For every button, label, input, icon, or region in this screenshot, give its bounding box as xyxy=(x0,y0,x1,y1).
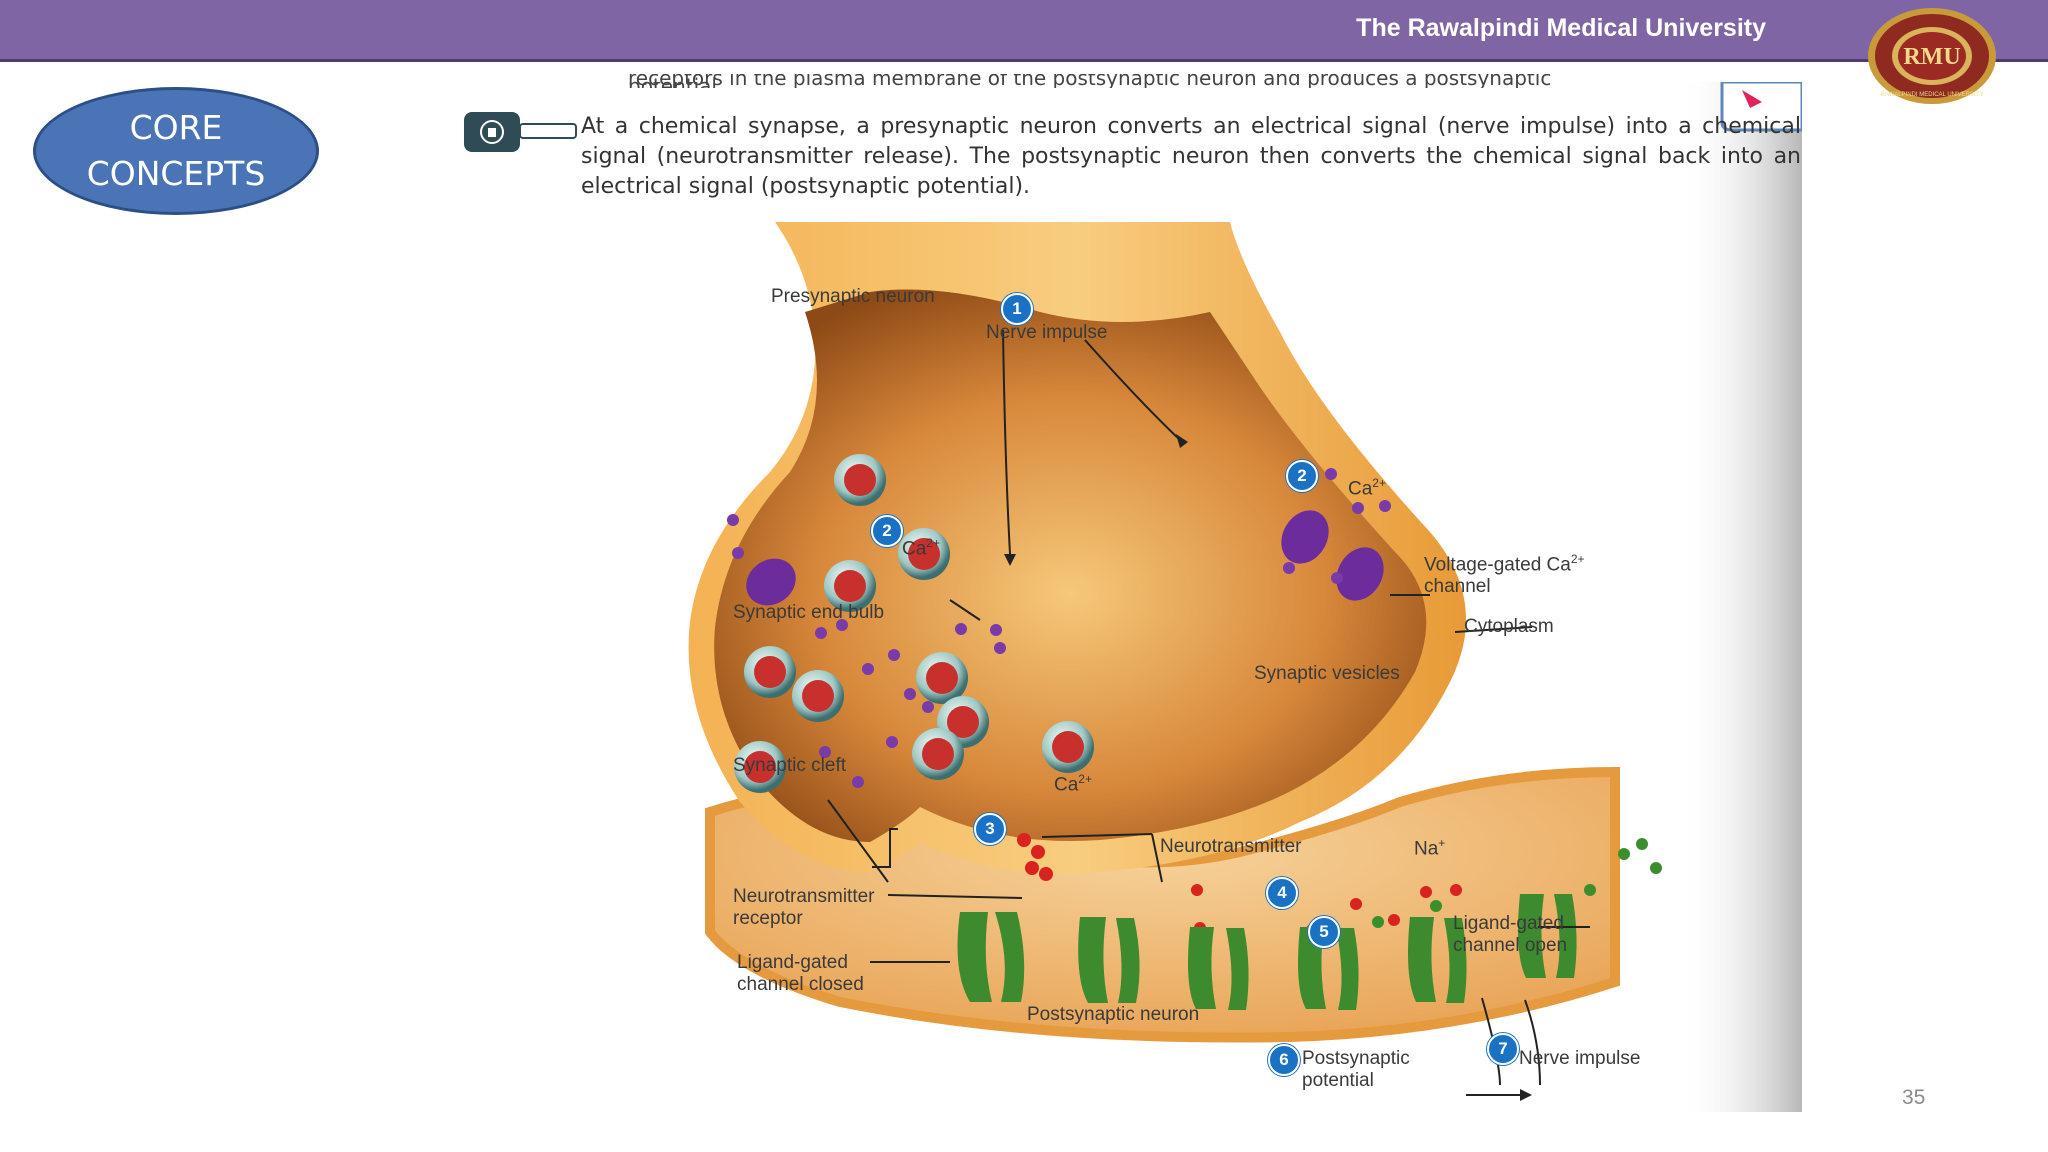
na-charge: + xyxy=(1438,836,1446,850)
lg-open-line-2: channel open xyxy=(1453,935,1568,956)
nt-receptor-line-2: receptor xyxy=(733,908,803,929)
step-marker-7: 7 xyxy=(1487,1033,1519,1065)
logo-initials: RMU xyxy=(1903,44,1960,70)
label-presynaptic-neuron: Presynaptic neuron xyxy=(771,286,935,307)
lock-key-icon xyxy=(464,112,577,152)
step-marker-3: 3 xyxy=(974,813,1006,845)
ca-cleft-charge: 2+ xyxy=(1078,772,1092,786)
figure-caption: At a chemical synapse, a presynaptic neu… xyxy=(581,114,1801,199)
step-marker-4: 4 xyxy=(1266,877,1298,909)
ligand-gated-receptors xyxy=(957,894,1577,1010)
ca-cleft-text: Ca xyxy=(1054,774,1079,796)
step-marker-6: 6 xyxy=(1268,1044,1300,1076)
ca-left-charge: 2+ xyxy=(926,536,940,550)
label-sodium: Na+ xyxy=(1414,832,1445,860)
label-synaptic-end-bulb: Synaptic end bulb xyxy=(733,602,885,623)
calcium-ions xyxy=(727,468,1391,788)
label-nerve-impulse-bottom: Nerve impulse xyxy=(1519,1048,1641,1069)
na-text: Na xyxy=(1414,838,1439,860)
postsynaptic-potential-line-1: Postsynaptic xyxy=(1302,1048,1410,1069)
step-marker-2-right: 2 xyxy=(1286,460,1318,492)
nt-receptor-line-1: Neurotransmitter xyxy=(733,886,875,907)
synapse-figure xyxy=(464,82,1802,1112)
voltage-gated-line-2: channel xyxy=(1424,576,1491,598)
voltage-gated-line-1: Voltage-gated Ca xyxy=(1424,554,1571,576)
ca-right-text: Ca xyxy=(1348,478,1373,500)
sodium-ions xyxy=(1372,838,1662,928)
badge-line-2: CONCEPTS xyxy=(86,154,266,193)
presynaptic-interior xyxy=(714,289,1427,842)
core-concepts-badge: CORE CONCEPTS xyxy=(33,87,319,215)
label-synaptic-cleft: Synaptic cleft xyxy=(733,755,846,776)
label-neurotransmitter: Neurotransmitter xyxy=(1160,836,1302,857)
synaptic-vesicles xyxy=(734,454,1094,793)
corner-artifact xyxy=(1720,82,1802,132)
header-bar: The Rawalpindi Medical University xyxy=(0,0,2048,62)
logo-ring-text: RAWALPINDI MEDICAL UNIVERSITY xyxy=(1881,92,1984,98)
voltage-gated-charge: 2+ xyxy=(1570,552,1585,566)
caption-cut-line: receptors in the plasma membrane of the … xyxy=(628,74,1552,88)
page-number: 35 xyxy=(1902,1086,1926,1109)
label-synaptic-vesicles: Synaptic vesicles xyxy=(1254,663,1400,684)
label-ca-left: Ca2+ xyxy=(902,532,940,560)
lg-closed-line-2: channel closed xyxy=(737,974,864,995)
page-edge-shadow xyxy=(1680,82,1802,1112)
label-nerve-impulse-top: Nerve impulse xyxy=(986,322,1108,343)
postsynaptic-potential-line-2: potential xyxy=(1302,1070,1374,1091)
label-postsynaptic-neuron: Postsynaptic neuron xyxy=(1027,1004,1200,1025)
ca-left-text: Ca xyxy=(902,538,927,560)
arrowheads xyxy=(1004,434,1532,1101)
university-title: The Rawalpindi Medical University xyxy=(1356,14,1766,42)
lg-open-line-1: Ligand-gated xyxy=(1453,913,1564,934)
badge-line-1: CORE xyxy=(129,108,223,147)
leader-lines xyxy=(827,329,1590,1096)
step-marker-2-left: 2 xyxy=(871,515,903,547)
university-logo: RMU RAWALPINDI MEDICAL UNIVERSITY xyxy=(1868,8,1996,104)
step-marker-5: 5 xyxy=(1308,916,1340,948)
step-marker-1: 1 xyxy=(1001,293,1033,325)
label-ca-right: Ca2+ xyxy=(1348,472,1386,500)
label-ca-cleft: Ca2+ xyxy=(1054,768,1092,796)
ca-right-charge: 2+ xyxy=(1372,476,1386,490)
label-voltage-gated: Voltage-gated Ca2+ channel xyxy=(1424,548,1585,598)
lg-closed-line-1: Ligand-gated xyxy=(737,952,848,973)
voltage-gated-channels xyxy=(746,510,1384,606)
label-cytoplasm: Cytoplasm xyxy=(1464,616,1554,637)
